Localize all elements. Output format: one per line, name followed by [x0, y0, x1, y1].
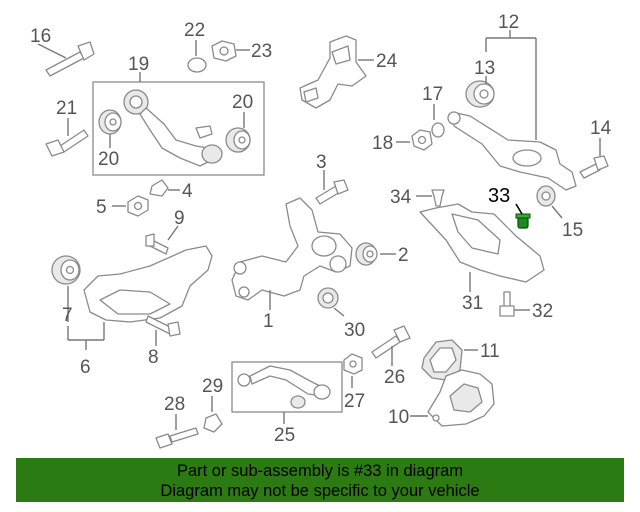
callout-2: 2	[398, 245, 409, 266]
part-8-bolt	[145, 315, 181, 337]
part-17-washer	[431, 122, 445, 138]
part-31-cover	[419, 203, 545, 283]
part-15-bushing	[536, 185, 556, 207]
callout-1: 1	[263, 311, 274, 332]
part-20-bushing-left	[98, 109, 122, 135]
callout-26: 26	[384, 367, 405, 388]
part-20-bushing-right	[225, 127, 251, 153]
callout-10: 10	[388, 407, 409, 428]
callout-20-right: 20	[232, 92, 253, 113]
part-9-bolt	[145, 233, 169, 255]
callout-34: 34	[390, 187, 412, 208]
callout-11: 11	[480, 341, 500, 362]
part-21-bolt	[45, 129, 89, 157]
callout-19: 19	[128, 54, 149, 75]
callout-22: 22	[184, 20, 205, 41]
part-29-clip	[203, 413, 223, 433]
callout-6: 6	[80, 357, 91, 378]
callout-16: 16	[30, 26, 51, 47]
part-23-nut	[211, 40, 237, 62]
part-26-bolt	[371, 325, 411, 359]
callout-30: 30	[344, 320, 365, 341]
part-25-link	[237, 365, 331, 409]
callout-29: 29	[202, 376, 223, 397]
callout-27: 27	[344, 391, 365, 412]
callout-3: 3	[316, 152, 327, 173]
callout-12: 12	[498, 12, 519, 33]
callout-21: 21	[56, 98, 77, 119]
part-28-bolt	[155, 427, 199, 449]
callout-13: 13	[474, 58, 495, 79]
part-27-nut	[343, 353, 363, 375]
callout-23: 23	[251, 41, 272, 62]
part-6-trailing-arm	[83, 245, 213, 323]
callout-33[interactable]: 33	[488, 185, 510, 207]
part-11-mount	[421, 339, 463, 381]
part-25-frame	[231, 361, 343, 413]
part-13-bushing	[465, 80, 495, 108]
part-19-control-arm	[123, 89, 223, 167]
part-10-bracket	[427, 369, 495, 427]
callout-5: 5	[96, 197, 107, 218]
banner-line-2: Diagram may not be specific to your vehi…	[160, 482, 480, 500]
part-7-bushing	[51, 255, 81, 285]
part-1-knuckle	[231, 197, 353, 301]
part-19-frame	[92, 81, 265, 176]
callout-7: 7	[62, 305, 73, 326]
callout-9: 9	[174, 208, 185, 229]
banner-line-1: Part or sub-assembly is #33 in diagram	[176, 462, 464, 480]
callout-20-left: 20	[98, 149, 119, 170]
part-14-bolt	[579, 155, 609, 179]
callout-28: 28	[164, 394, 185, 415]
part-30-bushing	[317, 287, 339, 309]
part-16-bolt	[45, 41, 95, 77]
callout-4: 4	[182, 181, 193, 202]
callout-14: 14	[590, 118, 612, 139]
callout-32: 32	[532, 301, 553, 322]
part-34-clip	[431, 189, 445, 207]
callout-18: 18	[372, 133, 393, 154]
callout-15: 15	[562, 220, 583, 241]
callout-31: 31	[462, 293, 483, 314]
callout-25: 25	[274, 425, 295, 446]
parts-diagram: 16 22 23 24 12 13 19	[30, 12, 612, 449]
part-4-clip	[149, 179, 169, 197]
callout-17: 17	[422, 84, 443, 105]
part-33-highlighted[interactable]	[515, 213, 531, 229]
part-18-nut	[411, 129, 433, 151]
part-32-bolt	[499, 291, 515, 317]
part-5-nut	[127, 195, 149, 217]
part-22-ring	[187, 57, 207, 73]
info-banner: Part or sub-assembly is #33 in diagram D…	[16, 458, 624, 502]
part-3-bolt	[315, 179, 349, 205]
part-12-lower-control-arm	[447, 111, 577, 191]
part-2-bushing	[355, 242, 378, 266]
callout-24: 24	[376, 51, 398, 72]
part-24-bracket	[299, 35, 367, 109]
callout-8: 8	[148, 347, 159, 368]
